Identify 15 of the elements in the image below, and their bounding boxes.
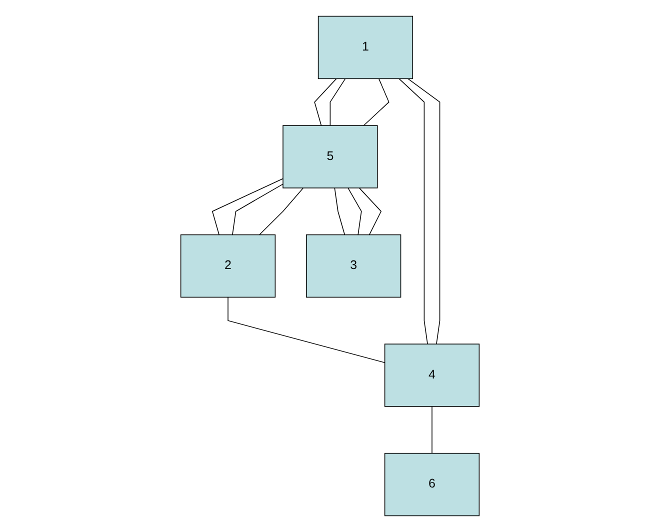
connector [348, 188, 362, 236]
connector [259, 188, 304, 236]
node-box: 4 [384, 344, 480, 407]
node-box: 1 [318, 16, 414, 80]
connector [408, 78, 440, 344]
connector [212, 178, 284, 236]
connector [232, 184, 284, 236]
connector [334, 188, 346, 236]
connector [398, 78, 428, 344]
connector [228, 296, 386, 364]
node-box: 2 [180, 234, 276, 298]
node-box: 6 [384, 452, 480, 516]
node-box: 3 [306, 234, 402, 298]
node-box: 5 [282, 125, 378, 188]
connector [330, 78, 346, 126]
